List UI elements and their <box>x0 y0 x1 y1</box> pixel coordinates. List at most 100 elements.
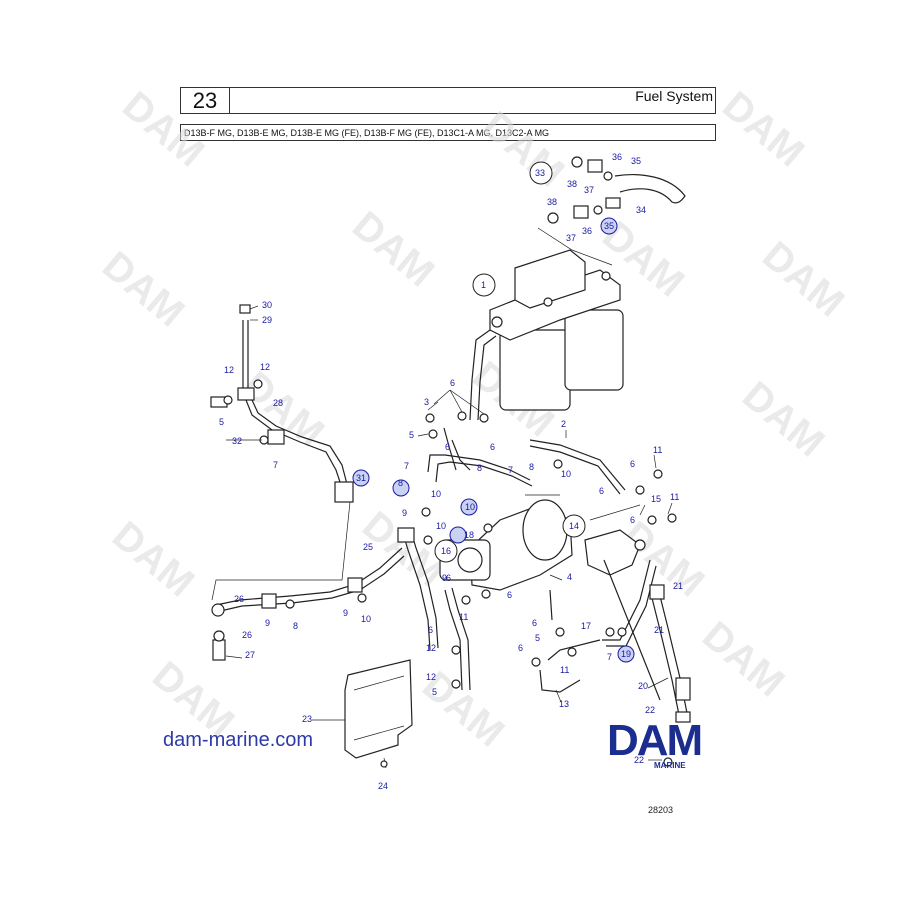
callout-6: 6 <box>445 442 450 452</box>
callout-6: 6 <box>518 643 523 653</box>
callout-5: 5 <box>535 633 540 643</box>
callout-7: 7 <box>404 461 409 471</box>
callout-24: 24 <box>378 781 388 791</box>
callout-26: 26 <box>234 594 244 604</box>
callout-circle <box>529 161 553 185</box>
callout-36: 36 <box>612 152 622 162</box>
callout-31: 31 <box>356 473 366 483</box>
watermark: DAM <box>754 233 852 325</box>
figure-number: 28203 <box>648 805 674 815</box>
callout-10: 10 <box>436 521 446 531</box>
callout-11: 11 <box>653 445 662 455</box>
left-return-pipe <box>210 304 354 503</box>
callout-9: 9 <box>402 508 407 518</box>
callout-12: 12 <box>224 365 234 375</box>
callout-circle <box>434 539 458 563</box>
callout-35: 35 <box>604 221 614 231</box>
callout-7: 7 <box>273 460 278 470</box>
callout-2: 2 <box>561 419 566 429</box>
callout-11: 11 <box>670 492 679 502</box>
callout-23: 23 <box>302 714 312 724</box>
callout-6: 6 <box>630 515 635 525</box>
callout-38: 38 <box>567 179 577 189</box>
watermark-layer: DAM DAM DAM DAM DAM DAM DAM DAM DAM DAM … <box>94 83 852 755</box>
callout-19: 19 <box>621 649 631 659</box>
callout-5: 5 <box>432 687 437 697</box>
callout-35: 35 <box>631 156 641 166</box>
leader-lines <box>225 305 673 761</box>
watermark: DAM <box>344 203 442 295</box>
callout-33: 33 <box>535 168 545 178</box>
callout-circle <box>460 498 478 516</box>
lower-left-pipe <box>211 547 405 661</box>
callout-28: 28 <box>273 398 283 408</box>
callout-6: 6 <box>450 378 455 388</box>
callout-8: 8 <box>529 462 534 472</box>
callout-21: 21 <box>654 625 664 635</box>
watermark: DAM <box>714 83 812 175</box>
callout-29: 29 <box>262 315 272 325</box>
pipe-20 <box>603 559 691 723</box>
callout-10: 10 <box>431 489 441 499</box>
callout-11: 11 <box>459 612 468 622</box>
section-header: 23 Fuel System <box>180 87 716 114</box>
section-title: Fuel System <box>635 88 713 104</box>
callout-8: 8 <box>477 463 482 473</box>
callout-8: 8 <box>398 478 403 488</box>
watermark: DAM <box>104 513 202 605</box>
callout-12: 12 <box>426 672 436 682</box>
callout-36: 36 <box>582 226 592 236</box>
callout-7: 7 <box>508 465 513 475</box>
callout-6: 6 <box>490 442 495 452</box>
dam-logo-subtitle: MARINE <box>654 761 686 770</box>
callout-13: 13 <box>559 699 569 709</box>
site-url: dam-marine.com <box>163 729 314 751</box>
callout-circle <box>392 479 410 497</box>
callout-6: 6 <box>532 618 537 628</box>
callout-38: 38 <box>547 197 557 207</box>
callout-10: 10 <box>361 614 371 624</box>
callout-circle <box>472 273 496 297</box>
callout-6: 6 <box>507 590 512 600</box>
callout-26: 26 <box>242 630 252 640</box>
callout-18: 18 <box>464 530 474 540</box>
section-number: 23 <box>181 88 230 113</box>
watermark: DAM <box>474 103 572 195</box>
callout-17: 17 <box>581 621 591 631</box>
callout-32: 32 <box>232 436 242 446</box>
callout-16: 16 <box>441 546 451 556</box>
callout-9: 9 <box>343 608 348 618</box>
callout-6: 6 <box>428 625 433 635</box>
callout-12: 12 <box>260 362 270 372</box>
callout-6: 6 <box>446 573 451 583</box>
callout-21: 21 <box>673 581 683 591</box>
callout-37: 37 <box>584 185 594 195</box>
callout-12: 12 <box>426 643 436 653</box>
leader-line <box>211 501 351 601</box>
callout-10: 10 <box>561 469 571 479</box>
callout-circle <box>600 217 618 235</box>
callout-11: 11 <box>560 665 569 675</box>
callout-30: 30 <box>262 300 272 310</box>
callout-8: 8 <box>293 621 298 631</box>
callout-37: 37 <box>566 233 576 243</box>
callout-5: 5 <box>219 417 224 427</box>
callout-3: 3 <box>424 397 429 407</box>
callout-20: 20 <box>638 681 648 691</box>
heat-shield <box>344 659 413 769</box>
detail-33-fittings <box>537 156 686 266</box>
callout-25: 25 <box>363 542 373 552</box>
callout-6: 6 <box>630 459 635 469</box>
pipe-9 <box>397 527 439 651</box>
bracket-14 <box>584 504 641 576</box>
callout-10: 10 <box>465 502 475 512</box>
watermark: DAM <box>94 243 192 335</box>
callout-9: 9 <box>442 573 447 583</box>
callout-5: 5 <box>409 430 414 440</box>
callout-circle <box>352 469 370 487</box>
callout-labels: 1 2 3 4 5 5 5 5 6 6 6 6 6 6 6 6 6 6 6 7 … <box>219 152 683 791</box>
callout-7: 7 <box>607 652 612 662</box>
callout-circle <box>449 526 467 544</box>
engine-models: D13B-F MG, D13B-E MG, D13B-E MG (FE), D1… <box>180 124 716 141</box>
